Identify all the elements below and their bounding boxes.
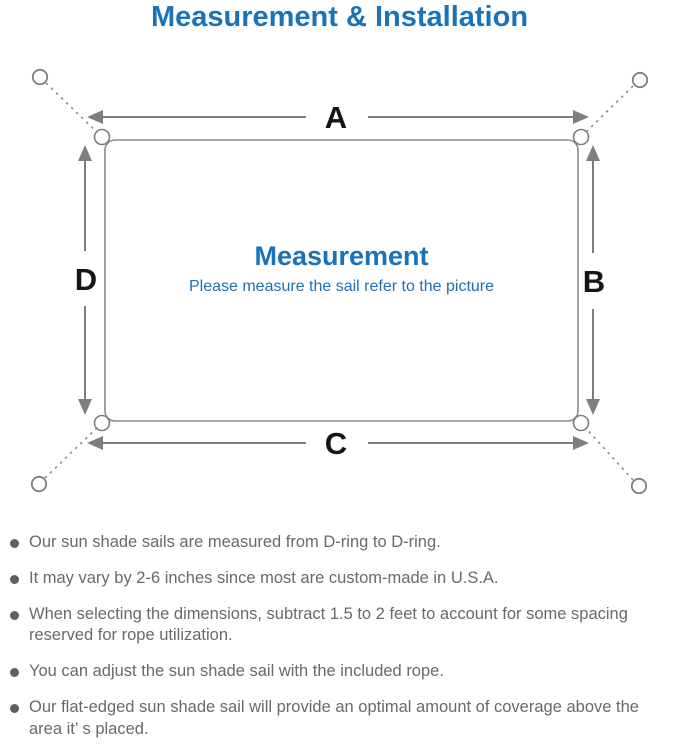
arrowhead-c-left-icon — [87, 436, 103, 450]
bullet-dot-icon — [10, 703, 19, 713]
arrowhead-b-top-icon — [586, 145, 600, 161]
list-item: You can adjust the sun shade sail with t… — [10, 661, 670, 683]
anchor-point-bottom-right-icon — [630, 477, 648, 495]
dimension-label-a: A — [325, 100, 347, 135]
note-text: Our flat-edged sun shade sail will provi… — [29, 697, 639, 738]
bullet-dot-icon — [10, 539, 19, 548]
guy-line-bottom-left — [44, 423, 102, 479]
d-ring-top-right-icon — [572, 128, 590, 146]
d-ring-bottom-right-icon — [572, 414, 590, 432]
guy-line-top-left — [45, 82, 102, 137]
list-item: Our flat-edged sun shade sail will provi… — [10, 697, 670, 741]
arrowhead-b-bottom-icon — [586, 399, 600, 415]
note-text: You can adjust the sun shade sail with t… — [29, 662, 444, 681]
list-item: Our sun shade sails are measured from D-… — [10, 532, 670, 554]
anchor-point-bottom-left-icon — [30, 475, 48, 493]
guy-lines — [44, 82, 634, 481]
d-rings — [93, 128, 590, 432]
note-text: It may vary by 2-6 inches since most are… — [29, 568, 499, 587]
list-item: It may vary by 2-6 inches since most are… — [10, 568, 670, 590]
bullet-dot-icon — [10, 574, 19, 584]
anchor-points — [30, 68, 649, 495]
dimension-label-c: C — [325, 426, 347, 461]
bullet-dot-icon — [10, 610, 19, 620]
dimension-label-b: B — [583, 264, 605, 299]
arrowhead-d-bottom-icon — [78, 399, 92, 415]
page-title: Measurement & Installation — [150, 1, 529, 33]
anchor-point-top-left-icon — [31, 68, 49, 86]
measurement-heading: Measurement — [254, 241, 429, 271]
list-item: When selecting the dimensions, subtract … — [10, 604, 670, 648]
d-ring-top-left-icon — [93, 128, 111, 146]
note-text: When selecting the dimensions, subtract … — [29, 604, 628, 645]
d-ring-bottom-left-icon — [93, 414, 111, 432]
sail-outline — [104, 139, 579, 422]
bullet-dot-icon — [10, 668, 19, 678]
instruction-notes-list: Our sun shade sails are measured from D-… — [10, 532, 670, 754]
arrowhead-a-right-icon — [573, 110, 589, 124]
sail-center-text: Measurement Please measure the sail refe… — [105, 241, 578, 297]
measurement-subtitle: Please measure the sail refer to the pic… — [188, 278, 495, 295]
note-text: Our sun shade sails are measured from D-… — [29, 533, 441, 551]
arrowhead-c-right-icon — [573, 436, 589, 450]
guy-line-top-right — [581, 85, 634, 137]
guy-line-bottom-right — [581, 423, 634, 481]
arrowhead-d-top-icon — [78, 145, 92, 161]
dimension-label-d: D — [75, 262, 97, 297]
arrowhead-a-left-icon — [87, 110, 103, 124]
anchor-point-top-right-icon — [631, 71, 649, 89]
